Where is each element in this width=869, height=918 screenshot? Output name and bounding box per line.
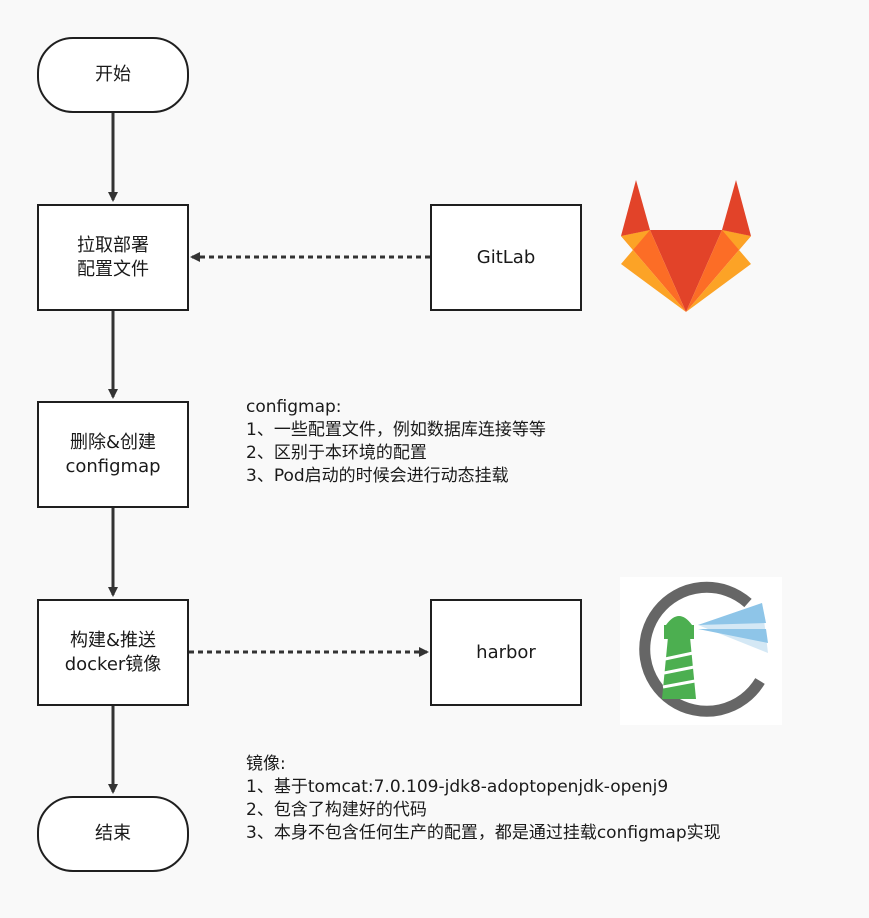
build-push-label-line2: docker镜像: [64, 653, 162, 675]
build-push-node: 构建&推送 docker镜像: [37, 599, 189, 706]
configmap-node: 删除&创建 configmap: [37, 401, 189, 508]
configmap-note-line: 3、Pod启动的时候会进行动态挂载: [246, 466, 509, 486]
gitlab-label: GitLab: [476, 246, 536, 268]
start-label: 开始: [95, 64, 131, 85]
image-note-title: 镜像:: [246, 754, 286, 774]
gitlab-node: GitLab: [430, 204, 582, 311]
harbor-label: harbor: [476, 641, 536, 663]
configmap-note: configmap: 1、一些配置文件，例如数据库连接等等 2、区别于本环境的配…: [246, 396, 546, 488]
pull-config-label-line2: 配置文件: [77, 258, 149, 280]
end-node: 结束: [37, 796, 189, 872]
configmap-note-title: configmap:: [246, 397, 342, 417]
pull-config-label-line1: 拉取部署: [77, 234, 149, 256]
configmap-label-line2: configmap: [65, 455, 161, 477]
configmap-note-line: 2、区别于本环境的配置: [246, 443, 427, 463]
gitlab-logo-icon: [621, 180, 751, 312]
image-note-line: 2、包含了构建好的代码: [246, 800, 427, 820]
configmap-label-line1: 删除&创建: [69, 431, 157, 453]
start-node: 开始: [37, 37, 189, 113]
pull-config-node: 拉取部署 配置文件: [37, 204, 189, 311]
end-label: 结束: [95, 823, 131, 844]
image-note-line: 3、本身不包含任何生产的配置，都是通过挂载configmap实现: [246, 823, 721, 843]
build-push-label-line1: 构建&推送: [69, 629, 157, 651]
harbor-logo-icon: [620, 577, 782, 725]
harbor-node: harbor: [430, 599, 582, 706]
image-note: 镜像: 1、基于tomcat:7.0.109-jdk8-adoptopenjdk…: [246, 753, 721, 845]
image-note-line: 1、基于tomcat:7.0.109-jdk8-adoptopenjdk-ope…: [246, 777, 669, 797]
configmap-note-line: 1、一些配置文件，例如数据库连接等等: [246, 420, 546, 440]
